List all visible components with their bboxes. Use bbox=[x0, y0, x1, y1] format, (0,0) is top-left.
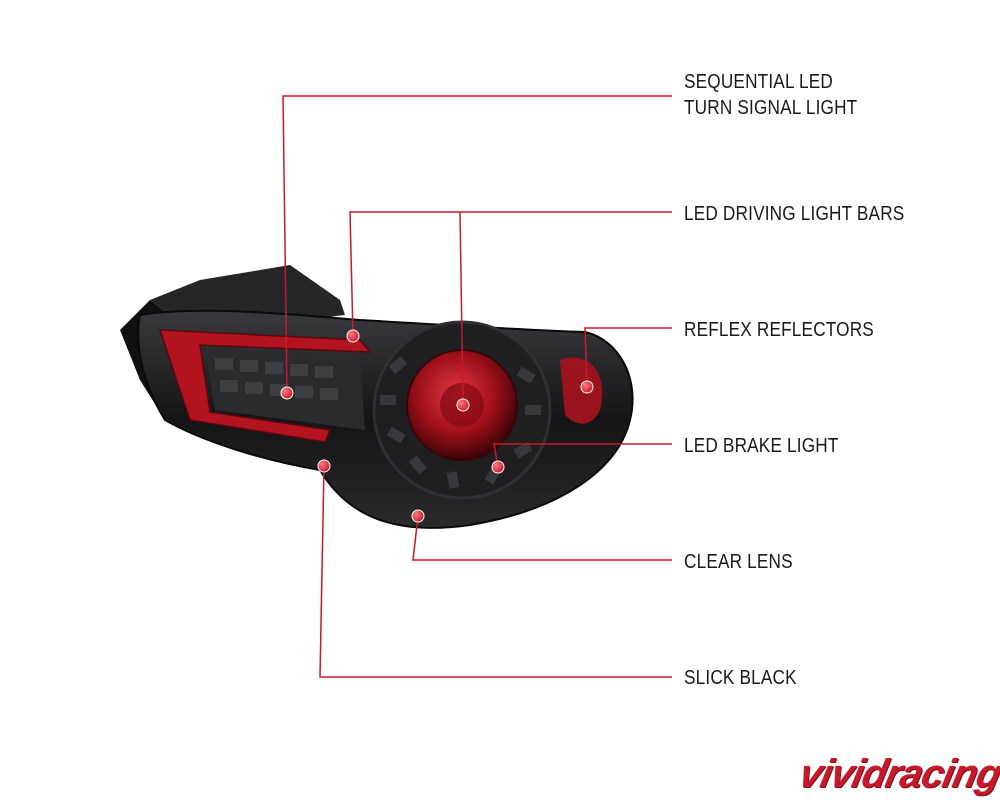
reflex-reflector bbox=[560, 357, 603, 424]
callout-dot-reflex bbox=[580, 380, 594, 394]
label-driving-light-bars: LED DRIVING LIGHT BARS bbox=[684, 203, 905, 225]
vividracing-watermark: vividracing bbox=[795, 752, 1000, 796]
callout-dot-clear-lens bbox=[411, 509, 425, 523]
led-driving-light-bar bbox=[158, 329, 372, 443]
callout-dot-driving-bars-a bbox=[346, 329, 360, 343]
callout-line-brake bbox=[493, 443, 672, 468]
label-clear-lens: CLEAR LENS bbox=[684, 551, 793, 573]
label-slick-black: SLICK BLACK bbox=[684, 667, 797, 689]
callout-line-clear-lens bbox=[412, 515, 672, 561]
label-sequential-led-line2: TURN SIGNAL LIGHT bbox=[684, 97, 858, 119]
callout-lines bbox=[282, 95, 672, 678]
callout-dot-slick-black bbox=[317, 459, 331, 473]
callout-line-sequential-led bbox=[282, 95, 672, 394]
housing-flange bbox=[150, 265, 345, 320]
label-sequential-led-line1: SEQUENTIAL LED bbox=[684, 71, 833, 93]
label-brake-light: LED BRAKE LIGHT bbox=[684, 435, 839, 457]
label-reflex-reflectors: REFLEX REFLECTORS bbox=[684, 319, 874, 341]
callout-line-reflex bbox=[584, 327, 672, 388]
callout-line-driving-bars-b bbox=[459, 211, 464, 406]
callout-line-driving-bars-a bbox=[349, 211, 672, 337]
callout-line-slick-black bbox=[319, 465, 672, 678]
label-sequential-led: SEQUENTIAL LED TURN SIGNAL LIGHT bbox=[684, 69, 857, 121]
callout-dot-driving-bars-b bbox=[456, 398, 470, 412]
callout-dot-brake bbox=[491, 460, 505, 474]
callout-dots bbox=[280, 329, 594, 523]
callout-dot-sequential-led bbox=[280, 386, 294, 400]
